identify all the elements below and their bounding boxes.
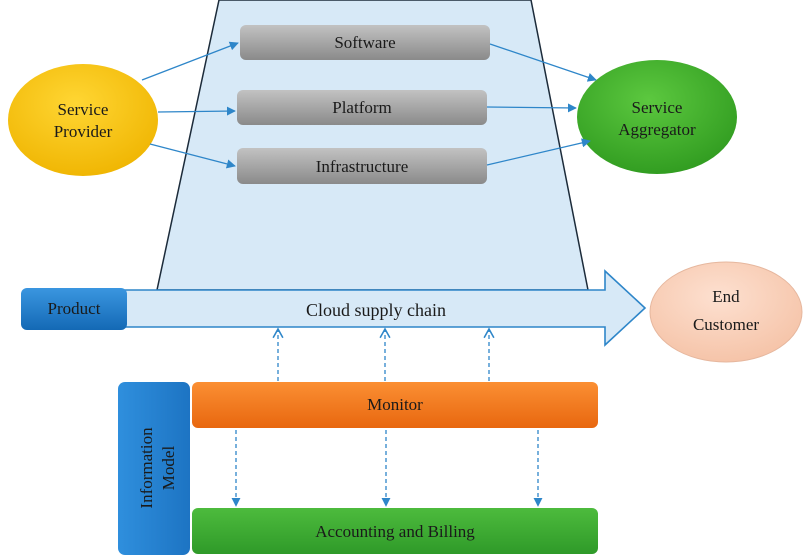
supply-chain-label: Cloud supply chain bbox=[306, 300, 446, 320]
svg-text:Model: Model bbox=[159, 446, 178, 491]
accounting-billing-label: Accounting and Billing bbox=[315, 522, 475, 541]
service-aggregator-label-line2: Aggregator bbox=[618, 120, 696, 139]
software-layer-box bbox=[240, 25, 490, 60]
platform-layer-label: Platform bbox=[332, 98, 392, 117]
monitor-label: Monitor bbox=[367, 395, 423, 414]
svg-text:Information: Information bbox=[137, 427, 156, 509]
service-aggregator-node bbox=[577, 60, 737, 174]
end-customer-label-line2: Customer bbox=[693, 315, 759, 334]
end-customer-node bbox=[649, 261, 803, 363]
service-provider-label-line1: Service bbox=[58, 100, 109, 119]
service-aggregator-label-line1: Service bbox=[632, 98, 683, 117]
arrow-provider-to-software bbox=[141, 41, 239, 81]
software-layer-label: Software bbox=[334, 33, 395, 52]
arrow-infrastructure-to-aggregator bbox=[486, 138, 591, 166]
accounting-billing-bar bbox=[192, 508, 598, 554]
information-model-box bbox=[118, 382, 190, 555]
service-provider-node bbox=[8, 64, 158, 176]
supply-chain-arrow bbox=[104, 269, 647, 347]
infrastructure-layer-box bbox=[237, 148, 487, 184]
product-box bbox=[21, 288, 127, 330]
platform-layer-box bbox=[237, 90, 487, 125]
arrow-software-to-aggregator bbox=[489, 43, 597, 82]
arrow-platform-to-aggregator bbox=[486, 103, 577, 113]
arrow-provider-to-infrastructure bbox=[149, 143, 236, 169]
monitor-bar bbox=[192, 382, 598, 428]
end-customer-label-line1: End bbox=[712, 287, 740, 306]
infrastructure-layer-label: Infrastructure bbox=[316, 157, 409, 176]
service-provider-label-line2: Provider bbox=[54, 122, 113, 141]
arrow-provider-to-platform bbox=[157, 106, 236, 116]
product-label: Product bbox=[48, 299, 101, 318]
information-model-label: Information Model bbox=[137, 427, 178, 509]
